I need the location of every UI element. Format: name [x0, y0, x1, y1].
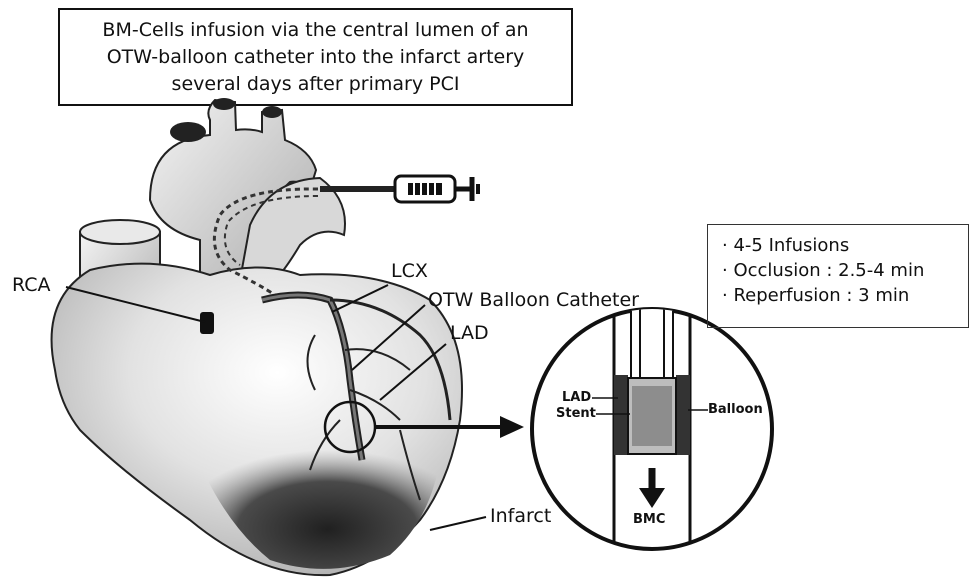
protocol-infusions: · 4-5 Infusions — [722, 233, 968, 258]
inset-lad-label: LAD — [562, 390, 591, 405]
rca-ostium — [200, 312, 214, 334]
syringe — [395, 176, 478, 202]
inset-balloon-label: Balloon — [708, 402, 763, 417]
lcx-label: LCX — [391, 260, 428, 282]
rca-label: RCA — [12, 274, 51, 296]
protocol-reperfusion: · Reperfusion : 3 min — [722, 283, 968, 308]
inset-stent-label: Stent — [556, 406, 596, 421]
infarct-label: Infarct — [490, 505, 551, 527]
lad-label: LAD — [450, 322, 489, 344]
protocol-occlusion: · Occlusion : 2.5-4 min — [722, 258, 968, 283]
protocol-box: · 4-5 Infusions · Occlusion : 2.5-4 min … — [707, 224, 969, 328]
otw-balloon-catheter-label: OTW Balloon Catheter — [428, 289, 639, 311]
inset-bmc-label: BMC — [633, 512, 665, 527]
